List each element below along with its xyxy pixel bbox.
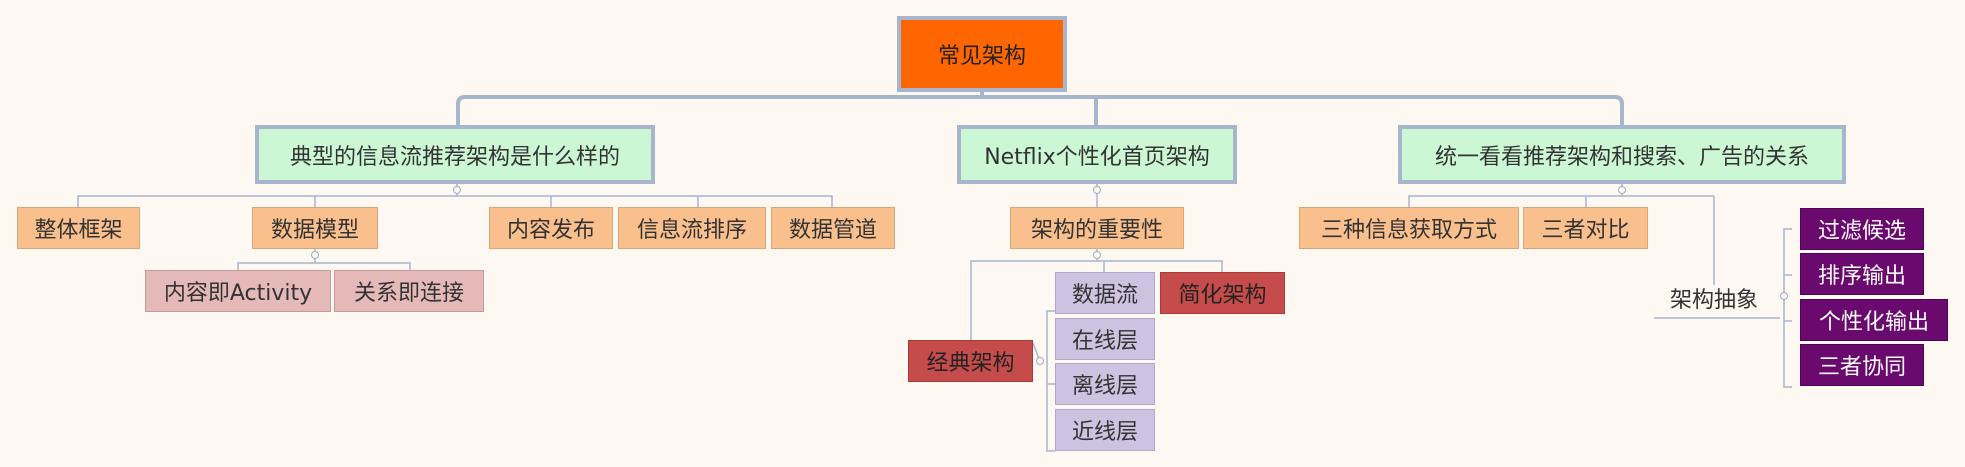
topic-data-pipeline[interactable]: 数据管道	[771, 207, 895, 249]
leaf-label: 内容即Activity	[163, 281, 313, 306]
leaf-label: 过滤候选	[1817, 219, 1906, 244]
branch-node-feed-architecture[interactable]: 典型的信息流推荐架构是什么样的	[255, 125, 655, 184]
topic-content-publish[interactable]: 内容发布	[489, 207, 613, 249]
topic-label: 信息流排序	[636, 218, 747, 243]
topic-label: 数据模型	[270, 218, 359, 243]
leaf-relation-connection[interactable]: 关系即连接	[334, 270, 484, 312]
leaf-label: 个性化输出	[1818, 310, 1929, 335]
topic-overall-framework[interactable]: 整体框架	[17, 207, 140, 249]
topic-architecture-importance[interactable]: 架构的重要性	[1010, 207, 1184, 249]
leaf-classic-architecture[interactable]: 经典架构	[908, 340, 1033, 382]
leaf-label: 近线层	[1071, 420, 1138, 445]
topic-label: 内容发布	[506, 218, 595, 243]
collapse-icon[interactable]	[1780, 292, 1788, 300]
topic-label: 三者对比	[1541, 218, 1630, 243]
collapse-icon[interactable]	[311, 251, 319, 259]
leaf-label: 排序输出	[1817, 264, 1906, 289]
branch-label: Netflix个性化首页架构	[984, 144, 1210, 170]
leaf-offline-layer[interactable]: 离线层	[1055, 363, 1155, 405]
leaf-content-activity[interactable]: 内容即Activity	[145, 270, 331, 312]
root-label: 常见架构	[937, 44, 1026, 69]
leaf-dataflow[interactable]: 数据流	[1055, 272, 1155, 314]
leaf-personalized-output[interactable]: 个性化输出	[1800, 299, 1948, 341]
collapse-icon[interactable]	[1618, 186, 1626, 194]
root-node[interactable]: 常见架构	[897, 16, 1067, 92]
leaf-filter-candidates[interactable]: 过滤候选	[1800, 208, 1924, 250]
topic-label: 整体框架	[34, 218, 123, 243]
leaf-ranking-output[interactable]: 排序输出	[1800, 253, 1924, 295]
topic-data-model[interactable]: 数据模型	[252, 207, 378, 249]
topic-label: 架构的重要性	[1030, 218, 1163, 243]
leaf-simplified-architecture[interactable]: 简化架构	[1160, 272, 1285, 314]
collapse-icon[interactable]	[1093, 251, 1101, 259]
leaf-three-synergy[interactable]: 三者协同	[1800, 344, 1924, 386]
leaf-label: 在线层	[1071, 329, 1138, 354]
collapse-icon[interactable]	[453, 186, 461, 194]
topic-three-info-access[interactable]: 三种信息获取方式	[1299, 207, 1519, 249]
leaf-nearline-layer[interactable]: 近线层	[1055, 409, 1155, 451]
leaf-label: 离线层	[1071, 374, 1138, 399]
topic-three-compare[interactable]: 三者对比	[1523, 207, 1648, 249]
leaf-label: 简化架构	[1178, 283, 1267, 308]
branch-node-recommend-search-ads[interactable]: 统一看看推荐架构和搜索、广告的关系	[1398, 125, 1846, 184]
topic-label: 数据管道	[788, 218, 877, 243]
collapse-icon[interactable]	[1093, 186, 1101, 194]
collapse-icon[interactable]	[1036, 357, 1044, 365]
leaf-label: 数据流	[1071, 283, 1138, 308]
leaf-label: 经典架构	[926, 351, 1015, 376]
leaf-label: 关系即连接	[353, 281, 464, 306]
branch-label: 典型的信息流推荐架构是什么样的	[289, 144, 620, 170]
leaf-label: 三者协同	[1817, 355, 1906, 380]
topic-label: 三种信息获取方式	[1320, 218, 1497, 243]
topic-architecture-abstraction[interactable]: 架构抽象	[1654, 281, 1774, 315]
leaf-online-layer[interactable]: 在线层	[1055, 318, 1155, 360]
branch-label: 统一看看推荐架构和搜索、广告的关系	[1434, 144, 1809, 170]
topic-feed-ranking[interactable]: 信息流排序	[618, 207, 766, 249]
topic-label: 架构抽象	[1669, 288, 1758, 313]
branch-node-netflix[interactable]: Netflix个性化首页架构	[957, 125, 1237, 184]
